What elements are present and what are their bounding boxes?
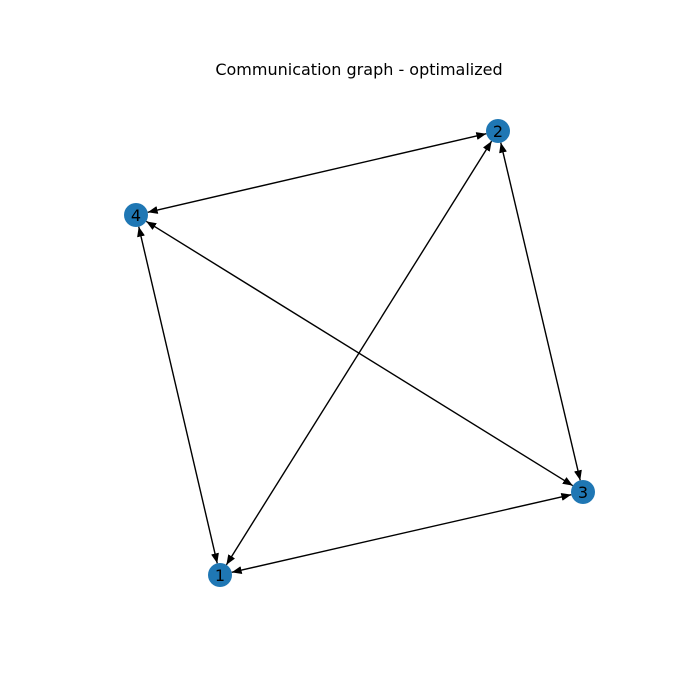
node-3: 3 bbox=[571, 480, 595, 504]
edge-2-4 bbox=[147, 132, 487, 214]
edge-2-3 bbox=[499, 142, 582, 481]
diagram-title: Communication graph - optimalized bbox=[215, 60, 503, 79]
node-label-1: 1 bbox=[215, 566, 225, 585]
edge-layer bbox=[137, 132, 582, 574]
node-1: 1 bbox=[208, 563, 232, 587]
node-4: 4 bbox=[124, 203, 148, 227]
node-2: 2 bbox=[486, 119, 510, 143]
node-label-3: 3 bbox=[578, 483, 588, 502]
node-circle-1 bbox=[208, 563, 232, 587]
node-label-2: 2 bbox=[493, 122, 503, 141]
node-circle-3 bbox=[571, 480, 595, 504]
edge-1-4 bbox=[137, 226, 219, 564]
node-circle-4 bbox=[124, 203, 148, 227]
node-circle-2 bbox=[486, 119, 510, 143]
edge-1-3 bbox=[231, 493, 572, 574]
node-label-4: 4 bbox=[131, 206, 141, 225]
edge-3-4 bbox=[145, 220, 574, 487]
node-layer: 1 2 3 4 bbox=[124, 119, 595, 587]
